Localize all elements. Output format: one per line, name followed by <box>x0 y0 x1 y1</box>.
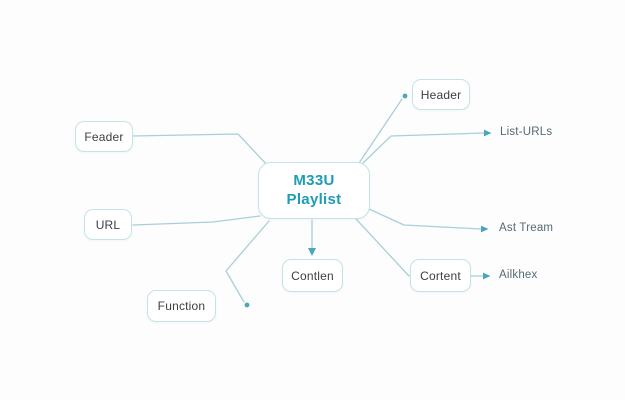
label-ailkhex[interactable]: Ailkhex <box>499 269 538 281</box>
node-url[interactable]: URL <box>84 209 132 240</box>
dot-icon <box>402 93 408 99</box>
central-title-line2: Playlist <box>286 190 342 208</box>
connector-central-asttream <box>368 208 482 230</box>
connector-central-cortent <box>355 218 410 277</box>
arrow-right-icon <box>481 225 489 233</box>
connector-feader-central <box>132 133 270 168</box>
node-function-label: Function <box>157 299 206 313</box>
node-function[interactable]: Function <box>147 290 216 322</box>
node-feader[interactable]: Feader <box>75 121 133 152</box>
arrow-right-icon <box>484 129 492 137</box>
node-contlen-label: Contlen <box>291 268 334 283</box>
node-contlen[interactable]: Contlen <box>282 259 343 292</box>
node-header-label: Header <box>420 87 462 102</box>
connector-central-listurls <box>362 132 485 164</box>
arrow-down-icon <box>308 248 316 256</box>
node-feader-label: Feader <box>84 129 124 144</box>
node-url-label: URL <box>95 217 121 232</box>
connector-url-central <box>132 215 261 226</box>
node-header[interactable]: Header <box>412 79 470 110</box>
connector-central-function <box>225 220 270 303</box>
connector-central-header <box>356 98 403 167</box>
label-ast-tream[interactable]: Ast Tream <box>499 222 554 234</box>
dot-icon <box>244 302 250 308</box>
label-list-urls[interactable]: List-URLs <box>500 126 553 138</box>
central-title-line1: M33U <box>293 171 335 189</box>
node-m33u-playlist[interactable]: M33U Playlist <box>258 162 370 219</box>
arrow-right-icon <box>483 272 491 280</box>
node-cortent[interactable]: Cortent <box>410 259 471 292</box>
node-cortent-label: Cortent <box>420 268 461 283</box>
